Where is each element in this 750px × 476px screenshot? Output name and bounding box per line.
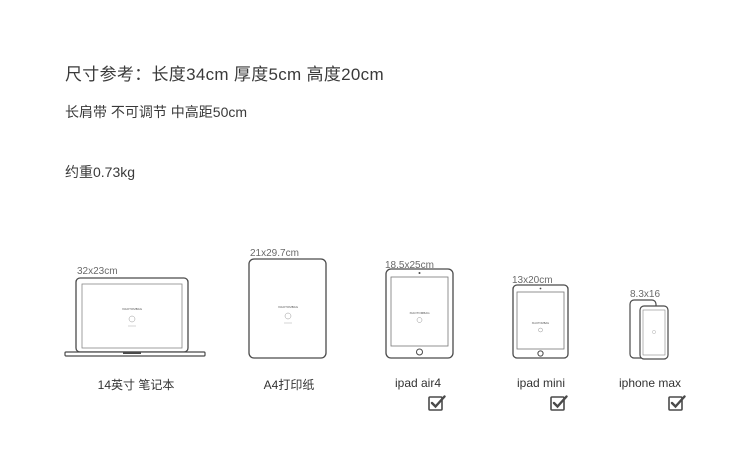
iphone-max-illustration	[629, 299, 669, 360]
ipad-air4-dimension: 18.5x25cm	[385, 260, 434, 271]
a4-dimension: 21x29.7cm	[250, 248, 299, 259]
a4-screen-brand: XIAOTOMBAG	[278, 305, 299, 309]
ipad-air4-checkbox-checked-icon	[428, 395, 446, 411]
size-spec: 尺寸参考：长度34cm 厚度5cm 高度20cm	[65, 65, 384, 84]
ipad-air4-illustration: XIAOTOMBAG	[385, 268, 454, 359]
laptop-label: 14英寸 笔记本	[97, 378, 175, 392]
ipad-air4-screen-brand: XIAOTOMBAG	[409, 311, 430, 315]
ipad-mini-screen-brand: XIAOTOMBAG	[532, 321, 549, 325]
ipad-mini-label: ipad mini	[516, 376, 566, 390]
iphone-max-dimension: 8.3x16	[630, 289, 661, 300]
iphone-max-checkbox-checked-icon	[668, 395, 686, 411]
laptop-screen-brand: XIAOTOMBAG	[122, 307, 143, 311]
iphone-max-label: iphone max	[618, 376, 682, 390]
weight-spec: 约重0.73kg	[65, 164, 136, 180]
laptop-illustration: XIAOTOMBAG	[64, 277, 206, 357]
ipad-mini-dimension: 13x20cm	[512, 275, 553, 286]
a4-label: A4打印纸	[263, 378, 315, 392]
laptop-dimension: 32x23cm	[77, 266, 118, 277]
a4-illustration: XIAOTOMBAG	[248, 258, 327, 359]
ipad-air4-label: ipad air4	[394, 376, 442, 390]
ipad-mini-illustration: XIAOTOMBAG	[512, 284, 569, 359]
ipad-mini-checkbox-checked-icon	[550, 395, 568, 411]
strap-spec: 长肩带 不可调节 中高距50cm	[65, 104, 248, 120]
